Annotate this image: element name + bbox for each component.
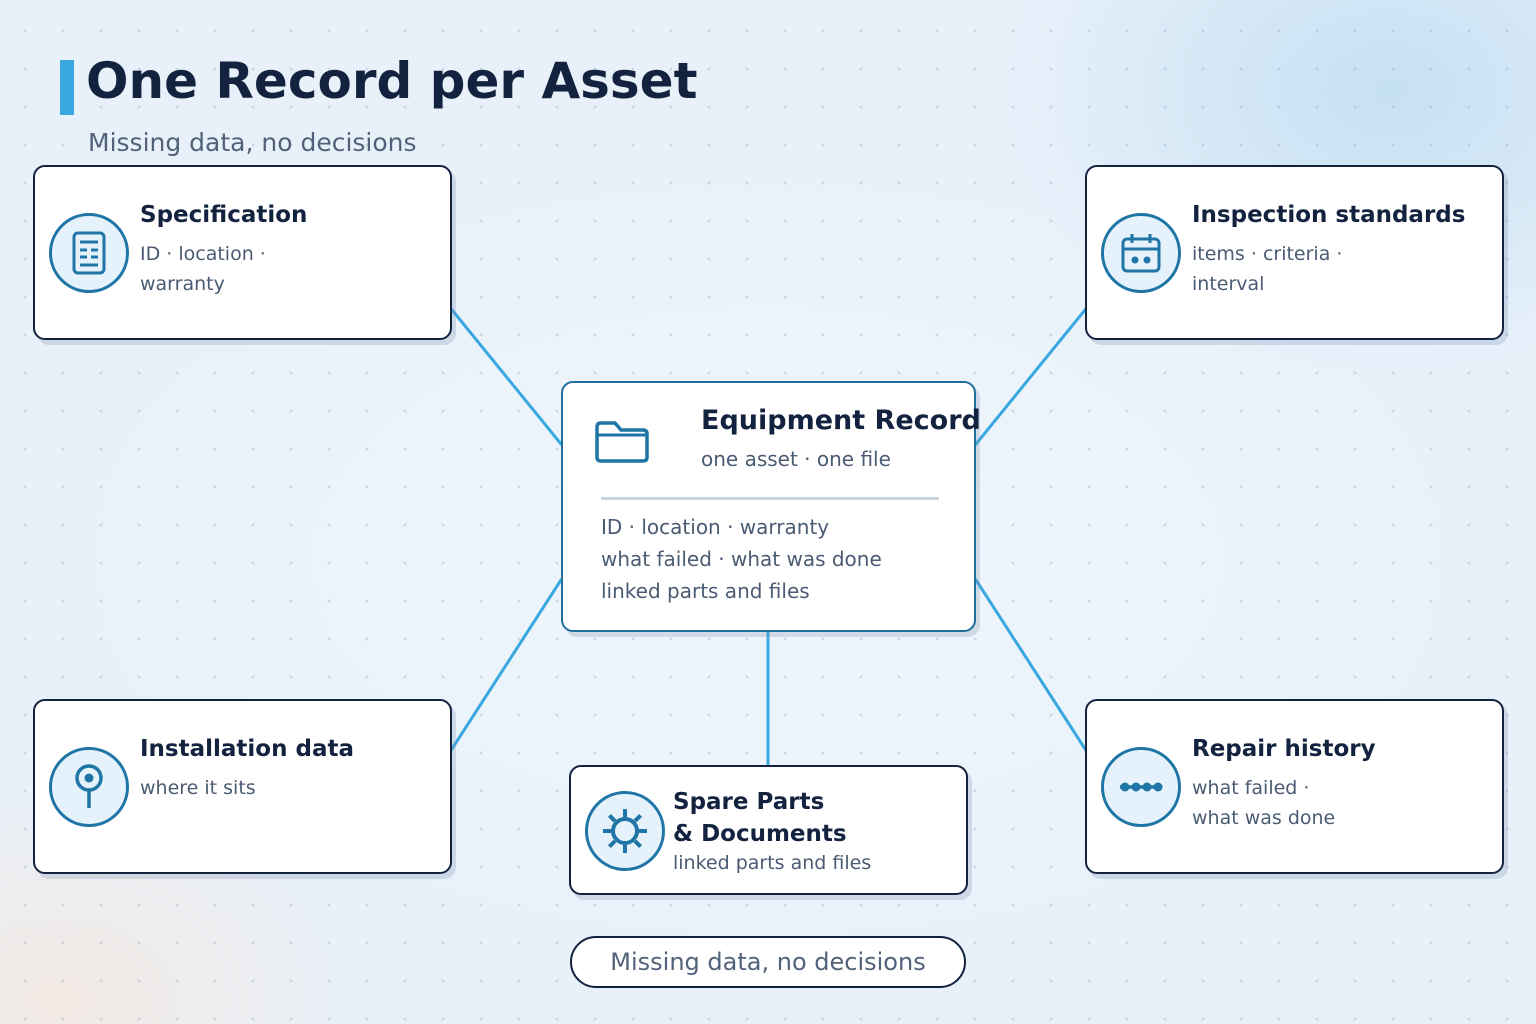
page-subtitle: Missing data, no decisions	[88, 128, 417, 157]
center-line: ID · location · warranty	[601, 515, 830, 539]
document-icon	[49, 213, 129, 293]
card-installation-data: Installation data where it sits	[33, 699, 452, 874]
center-line: linked parts and files	[601, 579, 810, 603]
card-title-inspection: Inspection standards	[1192, 202, 1466, 228]
page-title: One Record per Asset	[86, 52, 698, 110]
card-specification: Specification ID · location · warranty	[33, 165, 452, 340]
card-repair-history: Repair history what failed · what was do…	[1085, 699, 1504, 874]
footer-pill: Missing data, no decisions	[570, 936, 966, 988]
gear-icon	[585, 791, 665, 871]
card-inspection-standards: Inspection standards items · criteria · …	[1085, 165, 1504, 340]
location-pin-icon	[49, 747, 129, 827]
connector-specification	[446, 303, 563, 446]
center-title: Equipment Record	[701, 405, 981, 436]
connector-repair	[974, 578, 1091, 757]
card-desc-inspection: items · criteria · interval	[1192, 243, 1343, 295]
center-subtitle: one asset · one file	[701, 447, 891, 471]
card-desc-specification: ID · location · warranty	[140, 243, 266, 295]
center-line: what failed · what was done	[601, 547, 882, 571]
calendar-icon	[1101, 213, 1181, 293]
connector-installation	[446, 578, 563, 757]
card-title-installation: Installation data	[140, 736, 354, 762]
connector-inspection	[974, 303, 1091, 446]
card-desc-repair: what failed · what was done	[1192, 777, 1336, 829]
timeline-icon	[1101, 747, 1181, 827]
card-desc-installation: where it sits	[140, 777, 256, 799]
title-accent-bar	[60, 60, 74, 115]
card-title-specification: Specification	[140, 202, 308, 228]
folder-icon	[595, 421, 649, 467]
center-divider	[601, 497, 939, 500]
card-equipment-record: Equipment Record one asset · one file ID…	[561, 381, 981, 632]
card-spare-parts-documents: Spare Parts & Documents linked parts and…	[569, 765, 968, 895]
card-desc-spare-parts: linked parts and files	[673, 852, 872, 874]
card-title-spare-parts: Spare Parts & Documents	[673, 789, 847, 847]
center-details: ID · location · warranty what failed · w…	[601, 511, 882, 607]
card-title-repair: Repair history	[1192, 736, 1376, 762]
